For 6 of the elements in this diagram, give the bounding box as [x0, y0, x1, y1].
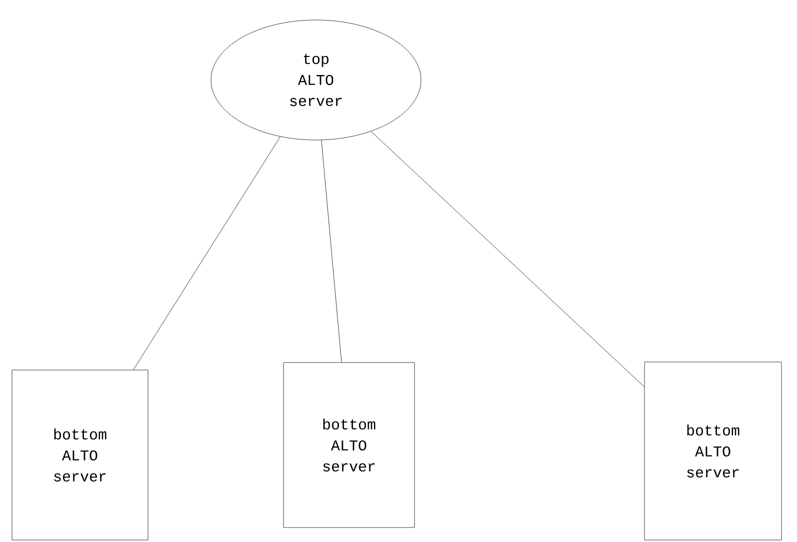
server-box: bottom ALTO server [644, 362, 782, 540]
connector-line [370, 131, 644, 388]
server-box: bottom ALTO server [283, 362, 415, 528]
server-box: bottom ALTO server [12, 370, 148, 540]
connector-line [133, 136, 281, 370]
connector-line [321, 140, 342, 362]
